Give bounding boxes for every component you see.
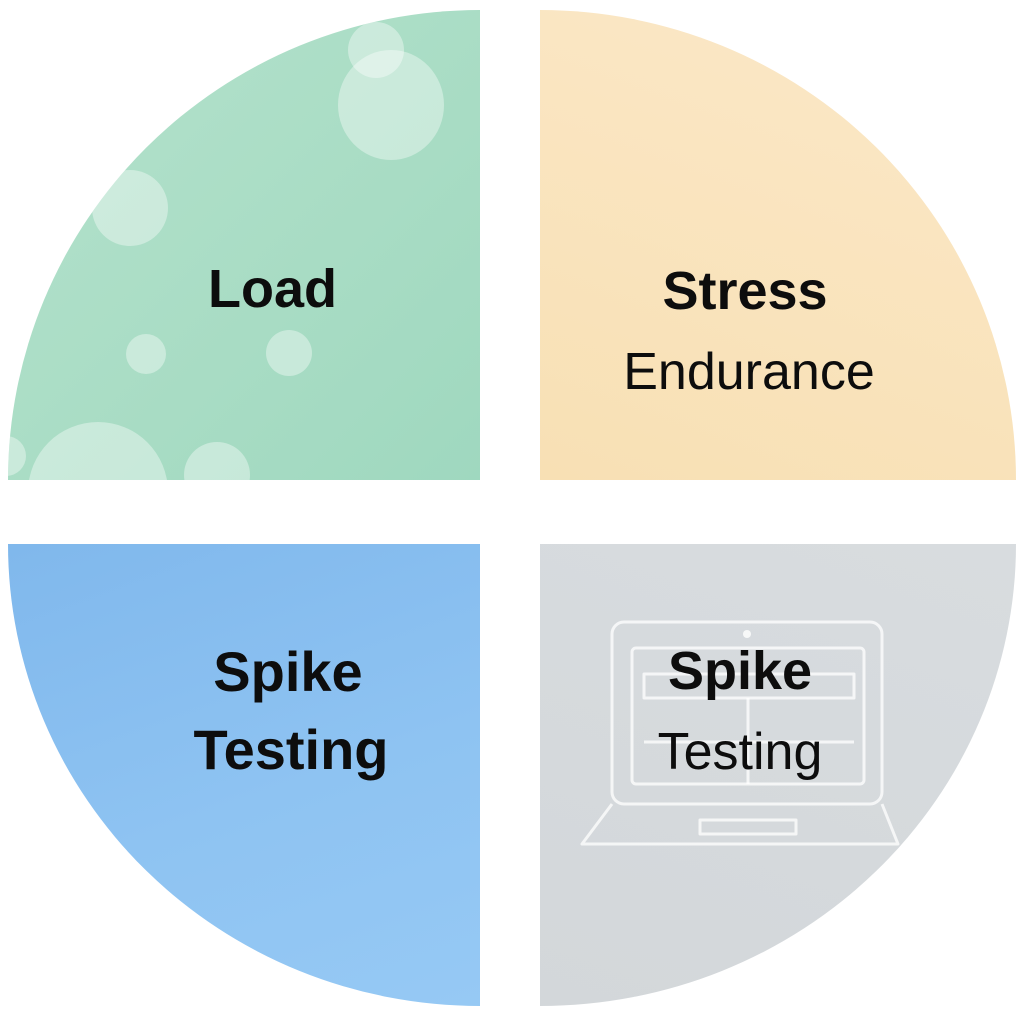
bubble-decoration (266, 330, 312, 376)
quadrant-spike-left-line1: Spike (213, 640, 363, 703)
bubble-decoration (92, 170, 168, 246)
quadrant-spike-left-line2: Testing (193, 718, 389, 781)
quadrant-stress-subtitle: Endurance (623, 343, 875, 401)
laptop-icon (580, 620, 900, 846)
bubble-decoration (184, 442, 250, 480)
quadrant-spike-right: Spike Testing (540, 544, 1016, 1006)
bubble-decoration (126, 334, 166, 374)
quadrant-spike-right-title: Spike (667, 641, 813, 701)
quadrant-spike-right-subtitle: Testing (657, 723, 823, 781)
quadrant-stress: Stress Endurance (540, 10, 1016, 480)
bubble-decoration (338, 50, 444, 160)
quadrant-load-title: Load (208, 259, 337, 319)
bubble-decoration (8, 436, 26, 476)
bubble-decoration (348, 22, 404, 78)
quadrant-spike-left: Spike Testing (8, 544, 480, 1006)
quadrant-load: Load (8, 10, 480, 480)
bubble-decoration (28, 422, 168, 480)
quadrant-stress-title: Stress (662, 261, 828, 321)
